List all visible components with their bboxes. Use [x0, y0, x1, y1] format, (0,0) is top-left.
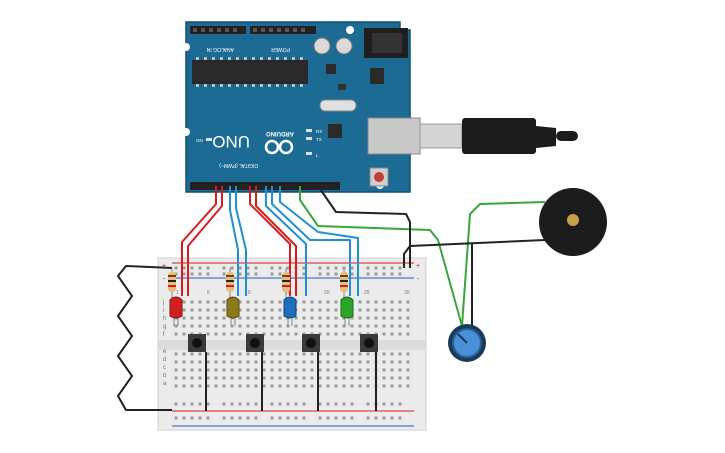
- on-label: ON: [196, 138, 203, 143]
- power-label: POWER: [271, 46, 290, 52]
- column-number: 30: [404, 290, 410, 296]
- tx-led: [306, 137, 312, 140]
- rail-plus-label: +: [416, 263, 420, 270]
- led-yellow[interactable]: [226, 296, 240, 326]
- rail-minus-label: -: [163, 276, 166, 283]
- blue-wire[interactable]: [235, 186, 247, 296]
- led-green[interactable]: [340, 296, 354, 326]
- blue-wire[interactable]: [265, 186, 307, 296]
- red-wire[interactable]: [255, 186, 297, 296]
- red-wire[interactable]: [249, 186, 291, 296]
- rx-label: RX: [316, 129, 322, 134]
- green-wire[interactable]: [299, 186, 463, 327]
- piezo-buzzer[interactable]: [539, 188, 607, 256]
- on-led: [206, 138, 212, 141]
- l-label: L: [316, 153, 319, 158]
- analog-in-label: ANALOG IN: [206, 46, 234, 52]
- resistor[interactable]: [340, 268, 348, 300]
- blue-wire[interactable]: [271, 186, 351, 296]
- push-button[interactable]: [360, 334, 378, 352]
- usb-cable[interactable]: [419, 118, 578, 154]
- mount-hole: [182, 128, 190, 136]
- row-letter: a: [163, 381, 167, 387]
- mount-hole: [182, 43, 190, 51]
- l-led: [306, 152, 312, 155]
- leds: [169, 296, 354, 326]
- crystal: [319, 99, 357, 112]
- push-button[interactable]: [188, 334, 206, 352]
- row-letter: g: [163, 324, 166, 330]
- resistors: [168, 268, 348, 300]
- small-chip: [338, 84, 346, 90]
- uno-label: UNO: [212, 132, 250, 151]
- small-chip: [328, 124, 342, 138]
- push-buttons: [188, 334, 378, 352]
- tx-label: TX: [316, 137, 322, 142]
- green-wire[interactable]: [461, 201, 546, 327]
- red-wire[interactable]: [181, 186, 217, 296]
- resistor[interactable]: [226, 268, 234, 300]
- led-blue[interactable]: [283, 296, 297, 326]
- push-button[interactable]: [246, 334, 264, 352]
- digital-label: DIGITAL (PWM~): [219, 162, 258, 168]
- row-letter: f: [163, 332, 165, 338]
- small-chip: [326, 64, 336, 74]
- led-red[interactable]: [169, 296, 183, 326]
- red-wire[interactable]: [187, 186, 223, 296]
- row-letter: d: [163, 357, 166, 363]
- capacitor: [313, 37, 331, 55]
- power-header[interactable]: [250, 26, 316, 34]
- arduino-board[interactable]: ANALOG IN POWER UNO: [182, 21, 421, 193]
- row-letter: b: [163, 373, 167, 379]
- reset-button-cap[interactable]: [374, 172, 384, 182]
- black-wire[interactable]: [117, 265, 173, 411]
- rail-minus-label: -: [417, 276, 420, 283]
- black-wire[interactable]: [317, 185, 411, 268]
- microcontroller-chip: [192, 60, 308, 84]
- capacitor: [335, 37, 353, 55]
- row-letter: j: [162, 300, 164, 306]
- row-letter: i: [163, 308, 164, 314]
- arduino-logo: [264, 139, 294, 155]
- blue-wire[interactable]: [229, 186, 239, 296]
- black-wire[interactable]: [403, 239, 546, 268]
- row-letter: c: [163, 365, 166, 371]
- column-number: 10: [245, 290, 251, 296]
- usb-port[interactable]: [367, 117, 421, 155]
- resistor[interactable]: [168, 268, 176, 300]
- blue-wire[interactable]: [279, 186, 359, 296]
- rx-led: [306, 129, 312, 132]
- regulator: [370, 68, 384, 84]
- mount-hole: [346, 26, 354, 34]
- arduino-brand: ARDUINO: [266, 130, 294, 136]
- push-button[interactable]: [302, 334, 320, 352]
- potentiometer[interactable]: [448, 324, 486, 362]
- column-number: 1: [176, 290, 179, 296]
- column-number: 5: [207, 290, 210, 296]
- column-number: 25: [364, 290, 370, 296]
- row-letter: h: [163, 316, 166, 322]
- row-letter: e: [163, 349, 167, 355]
- resistor[interactable]: [282, 268, 290, 300]
- column-number: 15: [285, 290, 291, 296]
- column-number: 20: [324, 290, 330, 296]
- rail-plus-label: +: [162, 263, 166, 270]
